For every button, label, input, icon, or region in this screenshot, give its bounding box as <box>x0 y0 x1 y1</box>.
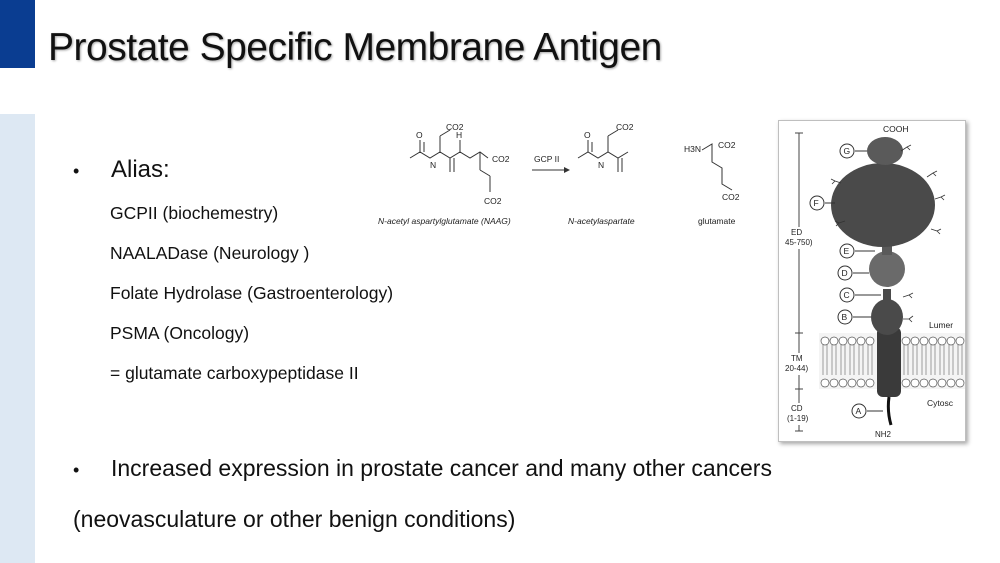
ed-label-bg <box>787 227 813 249</box>
bullet-dot: • <box>73 460 80 480</box>
glycosylation-sites <box>830 144 946 323</box>
alias-item: NAALADase (Neurology ) <box>110 243 310 263</box>
glutamate-structure <box>701 143 733 191</box>
alias-label: Alias: <box>111 156 170 183</box>
alias-bullet: • Alias: <box>73 156 170 184</box>
linker <box>882 243 892 255</box>
psma-protein-diagram: COOH ED 45-750) TM 20-44) CD (1-19) <box>785 124 965 439</box>
nacetyl-co2-label: CO2 <box>616 122 634 132</box>
alias-item: GCPII (biochemestry) <box>110 203 279 223</box>
glutamate-amine-label: H3N <box>684 144 701 154</box>
alias-item: PSMA (Oncology) <box>110 323 250 343</box>
expression-text: Increased expression in prostate cancer … <box>111 455 772 481</box>
domain-d-globe <box>869 251 905 287</box>
tm-label-bg <box>787 353 813 375</box>
naag-o-label: O <box>416 130 423 140</box>
cd-label-bg <box>787 403 813 425</box>
tm-range: 20-44) <box>785 364 808 373</box>
ed-range: 45-750) <box>785 238 813 247</box>
naag-label: N-acetyl aspartylglutamate (NAAG) <box>378 216 511 226</box>
psma-protein-figure: COOH ED 45-750) TM 20-44) CD (1-19) <box>778 120 966 442</box>
lumen-label: Lumer <box>929 320 953 330</box>
nacetylaspartate-label: N-acetylaspartate <box>568 216 635 226</box>
domain-d-label: D <box>842 268 848 278</box>
expression-bullet: • Increased expression in prostate cance… <box>73 455 772 482</box>
reaction-scheme-diagram: H N O CO2 CO2 CO2 N-acetyl aspartylgluta… <box>378 122 740 226</box>
nacetylaspartate-structure <box>577 129 629 172</box>
domain-c-label: C <box>844 290 850 300</box>
domain-markers: G F E D C B A <box>809 143 883 419</box>
naag-n-label: N <box>430 160 436 170</box>
protein-body <box>831 137 935 426</box>
domain-f-label: F <box>814 198 819 208</box>
side-strip <box>0 114 35 563</box>
reaction-arrow-head <box>564 167 570 173</box>
nacetyl-n-label: N <box>598 160 604 170</box>
title-accent-bar <box>0 0 35 68</box>
ed-label: ED <box>791 228 802 237</box>
domain-f-globe <box>831 163 935 247</box>
glutamate-co2-top: CO2 <box>718 140 736 150</box>
enzyme-label: GCP II <box>534 154 559 164</box>
nacetyl-o-label: O <box>584 130 591 140</box>
cd-label: CD <box>791 404 803 413</box>
alias-item: Folate Hydrolase (Gastroenterology) <box>110 283 394 303</box>
domain-e-label: E <box>844 246 850 256</box>
domain-b-label: B <box>842 312 848 322</box>
naag-nh-label: H <box>456 130 462 140</box>
nh2-label: NH2 <box>875 430 892 439</box>
slide-title: Prostate Specific Membrane Antigen <box>48 26 662 69</box>
alias-list: GCPII (biochemestry) NAALADase (Neurolog… <box>110 202 393 402</box>
cytosolic-tail <box>886 396 893 426</box>
glutamate-label: glutamate <box>698 216 736 226</box>
cd-range: (1-19) <box>787 414 809 423</box>
transmembrane-helix <box>877 327 901 397</box>
domain-g-globe <box>867 137 903 165</box>
cooh-label: COOH <box>883 124 909 134</box>
cytosol-label: Cytosc <box>927 398 954 408</box>
expression-continuation: (neovasculature or other benign conditio… <box>73 506 516 532</box>
alias-item: = glutamate carboxypeptidase II <box>110 363 359 383</box>
glutamate-co2-bottom: CO2 <box>722 192 740 202</box>
tm-label: TM <box>791 354 803 363</box>
domain-g-label: G <box>844 146 851 156</box>
naag-co2-top: CO2 <box>446 122 464 132</box>
bullet-dot: • <box>73 161 80 181</box>
domain-b-globe <box>871 299 903 335</box>
linker <box>883 289 891 301</box>
domain-a-label: A <box>856 406 862 416</box>
naag-co2-bottom: CO2 <box>484 196 502 206</box>
naag-structure <box>409 129 491 192</box>
naag-co2-right: CO2 <box>492 154 510 164</box>
